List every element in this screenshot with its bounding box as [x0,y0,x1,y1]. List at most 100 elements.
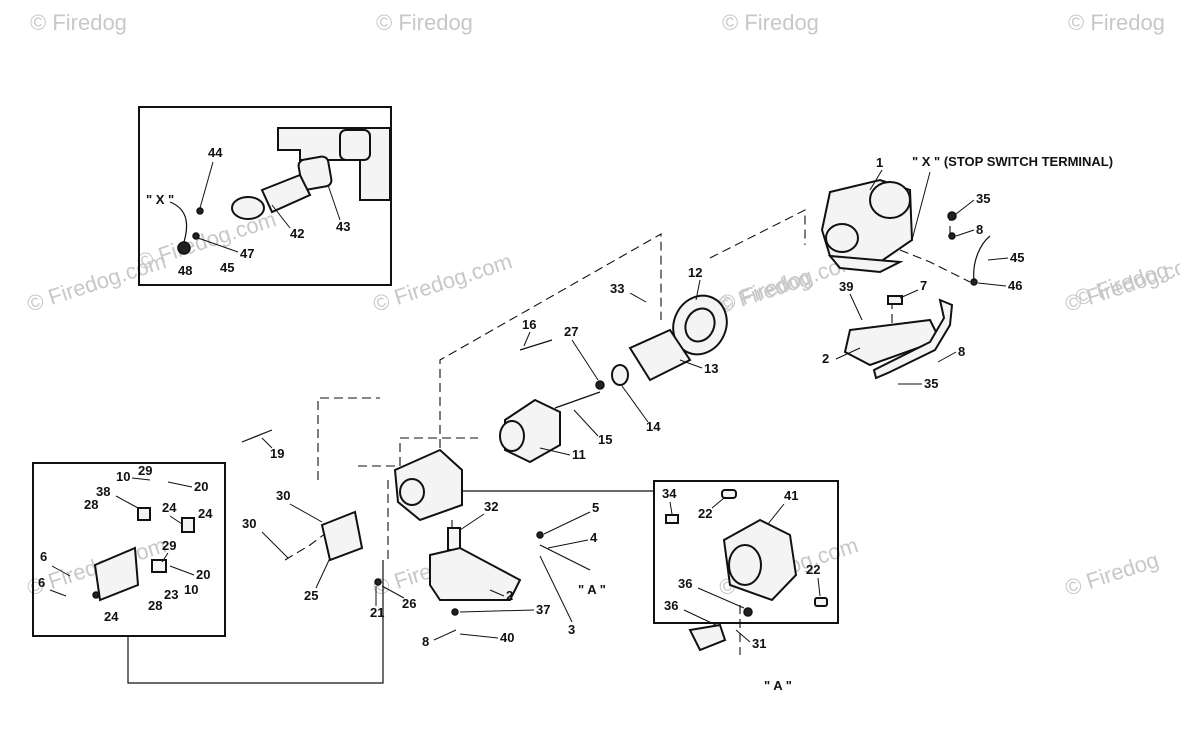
leader-line [835,347,861,360]
callout-label: 35 [976,191,990,206]
oring-27 [595,380,605,390]
wing-nut-31 [688,623,727,652]
callout-label: 10 [184,582,198,597]
callout-label: 38 [96,484,110,499]
nut-35 [947,211,957,221]
terminal-46 [970,278,978,286]
callout-label: 3 [568,622,575,637]
pump-housing-parts [665,489,828,652]
callout-label: 39 [839,279,853,294]
bolt-19 [241,429,273,443]
nut-24 [92,591,100,599]
callout-label: 24 [162,500,177,515]
callout-label: 14 [646,419,661,434]
callout-label: 15 [598,432,612,447]
callout-label: 16 [522,317,536,332]
leader-line [695,279,701,301]
fitting-32 [447,527,461,551]
watermark: © Firedog [1068,10,1165,35]
callout-label: 21 [370,605,384,620]
leader-line [115,495,139,509]
callout-label: 44 [208,145,223,160]
screw-5 [536,531,544,539]
leader-line [697,587,745,609]
base-plate-2 [843,318,942,367]
leader-line [711,497,725,509]
pump-parts [241,294,728,616]
callout-label: 4 [590,530,598,545]
leader-line [735,629,751,643]
leader-line [849,293,863,321]
leader-line [543,511,591,535]
leader-line [49,589,67,597]
callout-label: 29 [162,538,176,553]
callout-label: 7 [920,278,927,293]
engine-shaft-face [825,223,859,253]
callout-label: 40 [500,630,514,645]
x-marker: " X " [146,192,174,207]
leader-line [161,552,169,563]
watermark: © Firedog [376,10,473,35]
volute-bore [684,307,716,343]
callout-label: 45 [220,260,234,275]
callout-label: 37 [536,602,550,617]
leader-line [937,351,957,363]
frame-rail [872,298,954,380]
screw-44 [196,207,204,215]
panel-25 [320,510,364,562]
key-16 [519,339,553,351]
leader-line [459,513,485,531]
impeller-eye [499,420,525,452]
leader-line [381,585,405,599]
leader-line [459,633,499,639]
callout-label: 41 [784,488,798,503]
exhaust-pipe-42 [260,173,312,214]
washer-8 [948,232,956,240]
watermark: © Firedog [1062,547,1162,601]
leader-line [131,477,151,481]
assembly-line [358,437,478,467]
callout-label: 43 [336,219,350,234]
callout-label: 26 [402,596,416,611]
leader-line [767,503,785,525]
leader-line [955,229,975,237]
engine-base [827,254,904,274]
frame-2 [429,546,522,601]
assembly-line [709,209,806,259]
callout-label: 2 [506,588,513,603]
callout-label: 22 [806,562,820,577]
housing-port [728,544,762,586]
callout-label: 10 [116,469,130,484]
callout-label: 42 [290,226,304,241]
callout-label: 22 [698,506,712,521]
wire-lead [169,201,188,243]
assembly-line [439,233,662,448]
callout-label: 6 [40,549,47,564]
grommet-26 [374,578,382,586]
muffler-clamp [231,196,265,220]
callout-label: 13 [704,361,718,376]
callout-label: 36 [678,576,692,591]
stop-switch-note: " X " (STOP SWITCH TERMINAL) [912,154,1113,169]
switch-24 [181,517,195,533]
leader-line [679,359,703,369]
callout-label: 24 [198,506,213,521]
callout-label: 48 [178,263,192,278]
panel-plate [93,546,140,602]
callout-label: 19 [270,446,284,461]
washer-47 [192,232,200,240]
leader-line [911,171,931,241]
leader-line [683,609,719,627]
terminal-nut-48 [177,241,191,255]
leader-line [433,629,457,641]
switch-38 [137,507,151,521]
leader-line [817,577,821,597]
leader-line [869,169,883,191]
connector-line [127,560,384,684]
plug-22 [721,489,737,499]
assembly-line [899,249,971,283]
callout-layer: 44 42 43 47 45 48 1 35 8 45 46 7 39 2 8 … [38,145,1024,651]
leader-line [289,503,323,523]
